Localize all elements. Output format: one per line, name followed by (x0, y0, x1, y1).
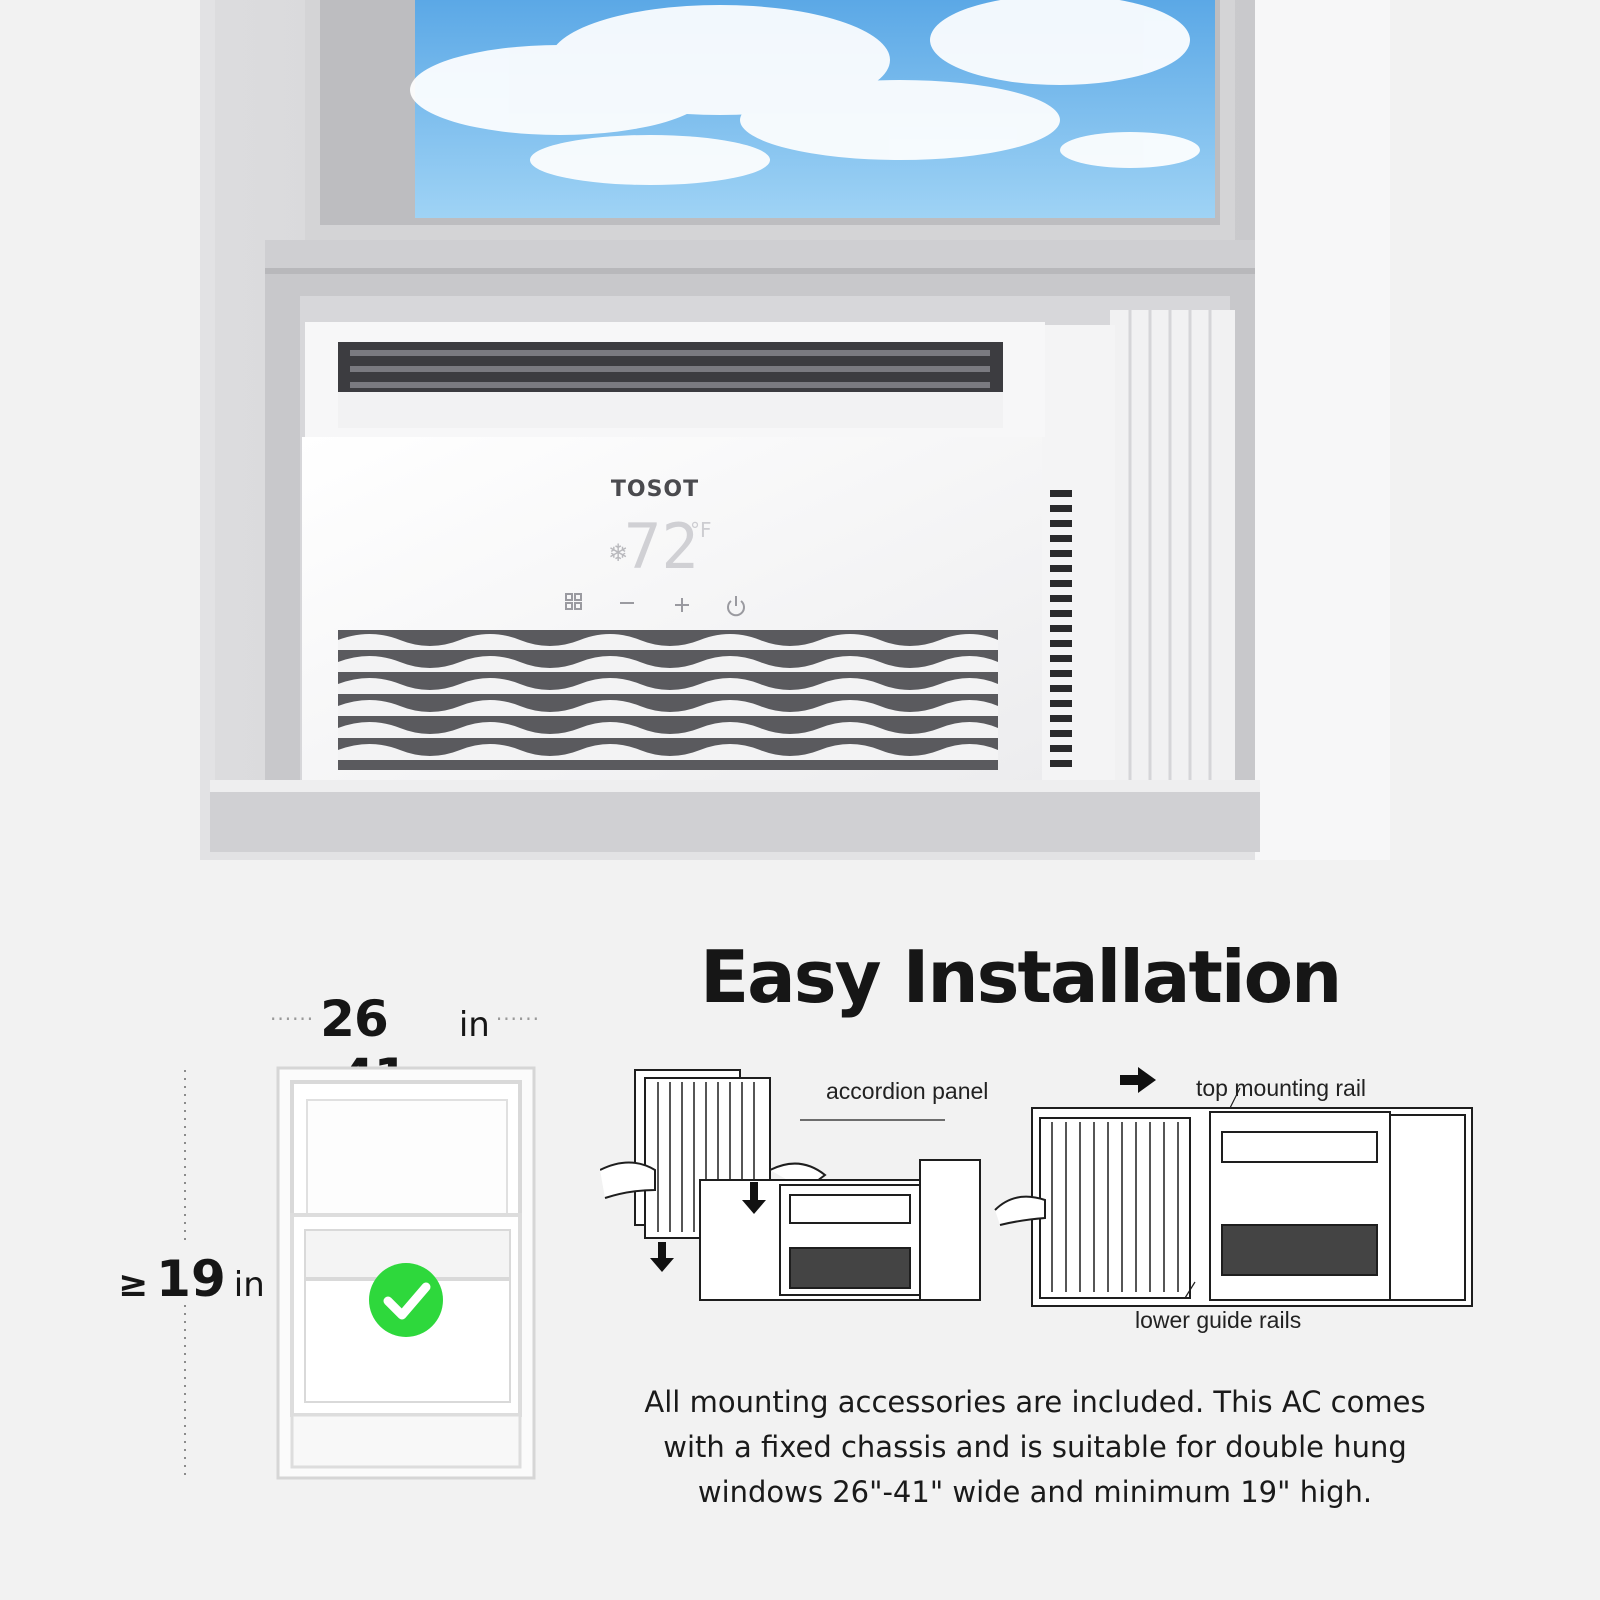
plus-icon (675, 598, 689, 612)
callout-accordion-panel: accordion panel (826, 1078, 989, 1104)
mode-icon (565, 593, 582, 610)
brand-logo: TOSOT (611, 477, 699, 502)
power-icon (727, 596, 745, 617)
callout-top-mounting-rail: top mounting rail (1196, 1075, 1367, 1101)
temperature-display: 72 (624, 510, 699, 583)
accordion-step-diagram (600, 1069, 981, 1301)
caption-line-3: windows 26"-41" wide and minimum 19" hig… (697, 1475, 1373, 1509)
check-icon (383, 1282, 431, 1320)
width-dimension: ······ 26 -41 in ······ (270, 990, 540, 1106)
temperature-unit: °F (690, 518, 712, 542)
caption: All mounting accessories are included. T… (590, 1380, 1480, 1520)
accordion-panel-right (1110, 310, 1235, 800)
height-value: 19 (156, 1250, 226, 1308)
check-circle-icon (369, 1263, 443, 1337)
dim-dots-left: ······ (270, 1007, 315, 1031)
double-hung-window-illustration (276, 1066, 536, 1480)
hero-ac-in-window: TOSOT ❄ 72 °F (200, 0, 1390, 860)
installation-diagrams (600, 1067, 1473, 1307)
ac-unit: TOSOT ❄ 72 °F (302, 322, 1115, 800)
caption-line-1: All mounting accessories are included. T… (644, 1385, 1426, 1419)
height-dotted-line (184, 1070, 186, 1480)
right-arrow-icon (1120, 1067, 1156, 1093)
height-unit: in (233, 1265, 265, 1305)
width-unit: in (458, 1005, 490, 1045)
dim-dots-right: ······ (495, 1007, 540, 1031)
caption-line-2: with a fixed chassis and is suitable for… (663, 1430, 1407, 1464)
down-arrow-icon (650, 1242, 674, 1272)
height-dimension: ≥ 19 in (118, 1250, 268, 1310)
callout-lower-guide-rails: lower guide rails (1135, 1307, 1302, 1333)
headline: Easy Installation (700, 935, 1342, 1019)
assembly-step-diagram (994, 1087, 1473, 1307)
height-prefix: ≥ (118, 1264, 149, 1305)
front-grille (338, 630, 998, 770)
snowflake-icon: ❄ (608, 539, 628, 567)
down-arrow-icon-2 (742, 1182, 766, 1214)
